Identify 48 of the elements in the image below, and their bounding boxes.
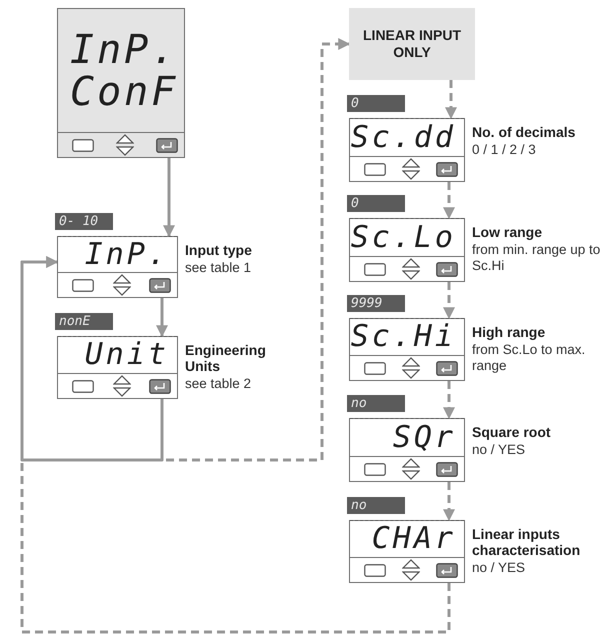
parameter-description: no / YES bbox=[472, 442, 526, 458]
connector-arrow bbox=[163, 158, 175, 238]
parameter-name: Linear inputs characterisation bbox=[472, 526, 582, 558]
default-value-tag: no bbox=[347, 497, 405, 514]
default-value-tag: 9999 bbox=[347, 295, 405, 312]
parameter-name: Square root bbox=[472, 424, 552, 440]
parameter-description: from min. range up to Sc.Hi bbox=[472, 242, 602, 274]
parameter-name: Low range bbox=[472, 224, 544, 240]
default-value-tag: 0 bbox=[347, 195, 405, 212]
controller-display-panel bbox=[349, 218, 465, 282]
connector-arrow bbox=[443, 182, 455, 220]
controller-display-panel bbox=[349, 418, 465, 482]
controller-display-panel bbox=[57, 236, 178, 298]
display-readout: ConF bbox=[70, 70, 178, 112]
display-readout: Sc.dd bbox=[350, 122, 456, 153]
parameter-description: see table 2 bbox=[185, 376, 252, 392]
default-value-tag: no bbox=[347, 395, 405, 412]
parameter-description: from Sc.Lo to max. range bbox=[472, 342, 586, 374]
controller-display-panel bbox=[57, 336, 178, 399]
controller-display-panel bbox=[349, 520, 465, 583]
default-value-tag: 0- 10 bbox=[55, 213, 113, 230]
parameter-name: High range bbox=[472, 324, 546, 340]
display-readout: InP. bbox=[84, 238, 169, 270]
connector-arrow bbox=[20, 256, 450, 634]
parameter-name: No. of decimals bbox=[472, 124, 576, 140]
display-readout: Sc.Hi bbox=[350, 321, 456, 352]
display-readout: SQr bbox=[392, 422, 456, 453]
connector-arrow bbox=[443, 282, 455, 320]
connector-arrow bbox=[445, 80, 457, 120]
default-value-tag: 0 bbox=[347, 95, 405, 112]
display-readout: Sc.Lo bbox=[350, 222, 456, 253]
parameter-description: 0 / 1 / 2 / 3 bbox=[472, 142, 537, 158]
controller-display-panel bbox=[349, 318, 465, 381]
controller-display-panel bbox=[57, 8, 185, 158]
connector-arrow bbox=[443, 482, 455, 522]
parameter-description: no / YES bbox=[472, 560, 526, 576]
parameter-name: Input type bbox=[185, 242, 253, 258]
connector-arrow bbox=[443, 381, 455, 420]
connector-arrow bbox=[156, 298, 168, 338]
display-readout: InP. bbox=[70, 28, 178, 70]
parameter-name: Engineering Units bbox=[185, 342, 267, 374]
note-box: LINEAR INPUT ONLY bbox=[349, 8, 475, 80]
controller-display-panel bbox=[349, 118, 465, 182]
display-readout: Unit bbox=[84, 339, 169, 370]
display-readout: CHAr bbox=[372, 523, 456, 554]
connector-arrow bbox=[160, 38, 350, 462]
default-value-tag: nonE bbox=[55, 313, 113, 330]
parameter-description: see table 1 bbox=[185, 260, 252, 276]
